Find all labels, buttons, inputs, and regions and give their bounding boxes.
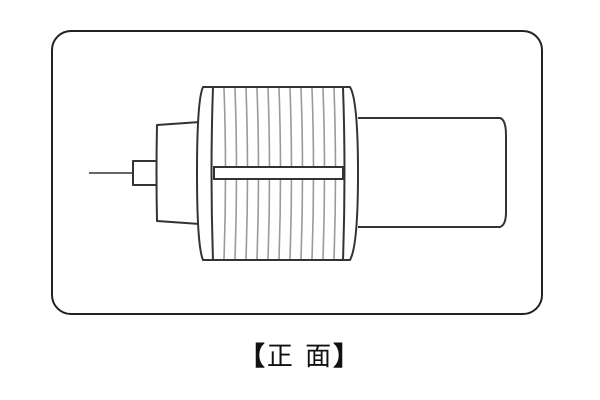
caption-text: 正 面 <box>266 342 334 372</box>
center-slot <box>213 166 344 180</box>
rear-tube <box>358 117 507 228</box>
cylinder-inner-left-edge <box>210 86 214 261</box>
cone-hub <box>155 121 201 225</box>
caption-bracket-left: 【 <box>238 342 267 372</box>
view-caption: 【正 面】 <box>0 336 600 373</box>
cylinder-inner-right-edge <box>342 86 346 261</box>
needle-tip <box>132 160 158 186</box>
figure-frame <box>51 30 543 315</box>
caption-bracket-right: 】 <box>333 342 362 372</box>
